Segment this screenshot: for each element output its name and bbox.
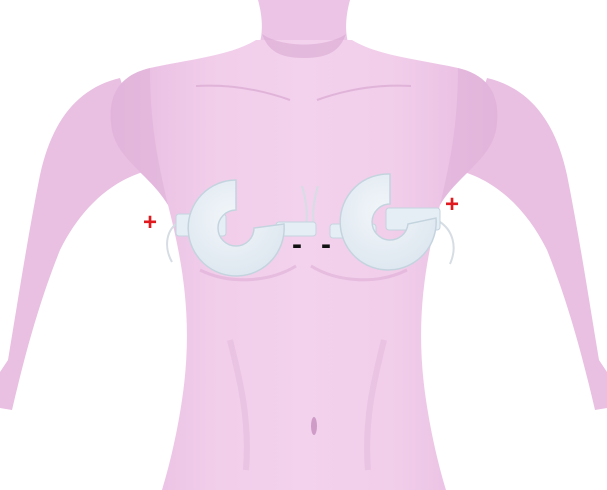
positive-terminal-left: + [143, 211, 157, 235]
negative-terminal-right: - [321, 230, 331, 260]
negative-terminal-left: - [292, 230, 302, 260]
positive-terminal-right: + [445, 193, 459, 217]
